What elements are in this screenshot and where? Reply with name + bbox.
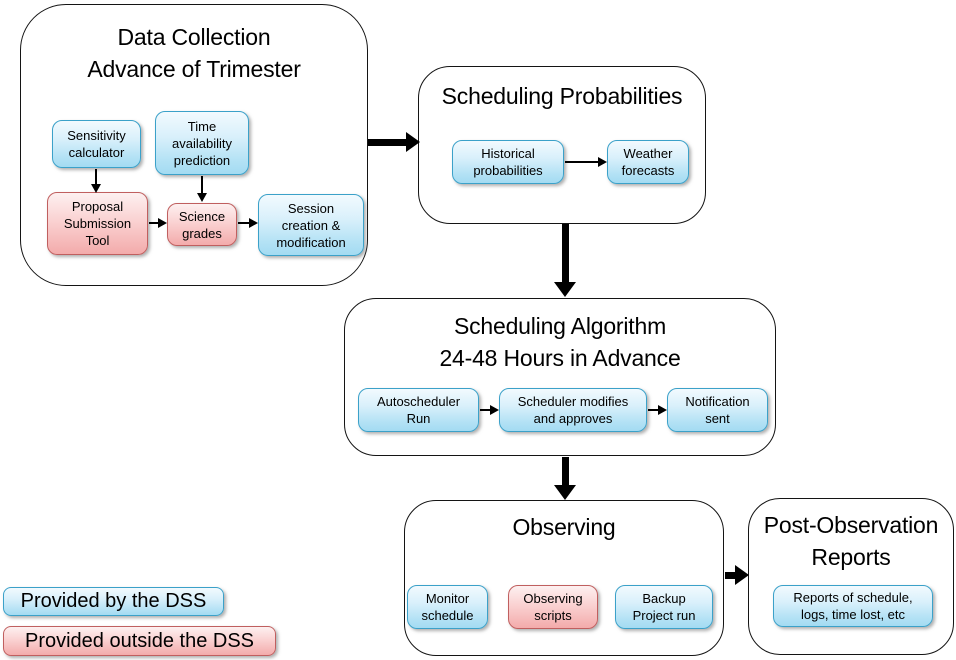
node-time-availability-prediction: Time availability prediction [155, 111, 249, 175]
arrow-datacollection-to-probabilities-head [406, 132, 420, 152]
arrow-historical-to-weather-head [598, 157, 607, 167]
scheduling-probabilities-title: Scheduling Probabilities [441, 83, 683, 109]
node-session-creation-modification: Session creation & modification [258, 194, 364, 256]
arrow-proposal-to-science [149, 222, 159, 224]
scheduling-algorithm-title: Scheduling Algorithm 24-48 Hours in Adva… [439, 313, 681, 371]
observing-title: Observing [512, 514, 616, 540]
arrow-sensitivity-to-proposal [95, 169, 97, 185]
node-scheduler-modifies-approves: Scheduler modifies and approves [499, 388, 647, 432]
node-historical-probabilities: Historical probabilities [452, 140, 564, 184]
legend-provided-outside-dss: Provided outside the DSS [3, 626, 276, 656]
data-collection-title: Data Collection Advance of Trimester [87, 24, 301, 82]
arrow-algorithm-to-observing-head [554, 485, 576, 500]
arrow-observing-to-postobservation [725, 572, 736, 579]
arrow-autoscheduler-to-scheduler-head [490, 405, 499, 415]
node-sensitivity-calculator: Sensitivity calculator [52, 120, 141, 168]
arrow-autoscheduler-to-scheduler [480, 409, 491, 411]
arrow-time-to-science-head [197, 193, 207, 202]
arrow-proposal-to-science-head [158, 218, 167, 228]
arrow-sensitivity-to-proposal-head [91, 184, 101, 193]
node-proposal-submission-tool: Proposal Submission Tool [47, 192, 148, 255]
arrow-scheduler-to-notification [648, 409, 659, 411]
node-weather-forecasts: Weather forecasts [607, 140, 689, 184]
arrow-probabilities-to-algorithm [562, 224, 569, 282]
node-notification-sent: Notification sent [667, 388, 768, 432]
arrow-datacollection-to-probabilities [368, 139, 406, 146]
node-monitor-schedule: Monitor schedule [407, 585, 488, 629]
observing-container [404, 500, 724, 656]
post-observation-title: Post-Observation Reports [763, 512, 939, 570]
legend-provided-by-dss: Provided by the DSS [3, 587, 224, 616]
arrow-time-to-science [201, 176, 203, 194]
arrow-science-to-session-head [249, 218, 258, 228]
arrow-algorithm-to-observing [562, 457, 569, 485]
node-autoscheduler-run: Autoscheduler Run [358, 388, 479, 432]
node-reports-of-schedule: Reports of schedule, logs, time lost, et… [773, 585, 933, 627]
arrow-scheduler-to-notification-head [658, 405, 667, 415]
arrow-science-to-session [238, 222, 250, 224]
node-science-grades: Science grades [167, 203, 237, 246]
arrow-probabilities-to-algorithm-head [554, 282, 576, 297]
arrow-historical-to-weather [565, 161, 599, 163]
node-backup-project-run: Backup Project run [615, 585, 713, 629]
arrow-observing-to-postobservation-head [735, 565, 749, 585]
node-observing-scripts: Observing scripts [508, 585, 598, 629]
